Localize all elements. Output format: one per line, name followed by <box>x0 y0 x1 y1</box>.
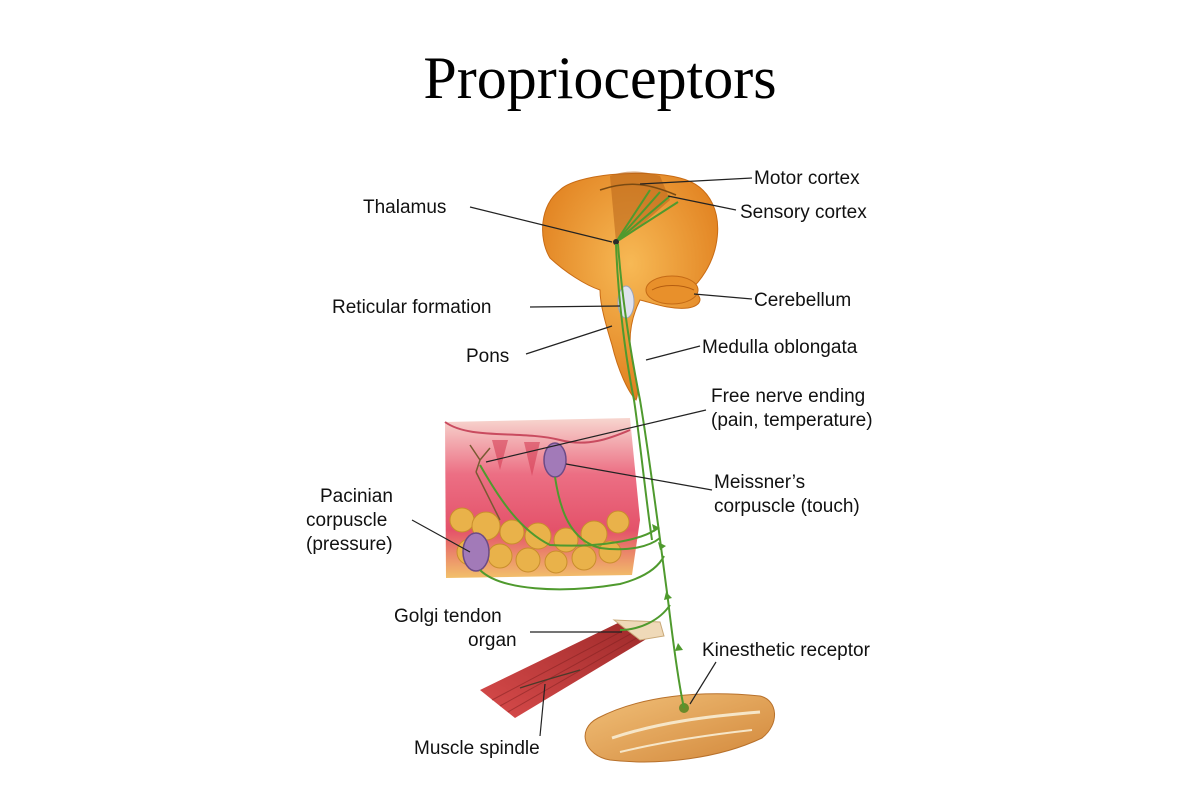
label-free-nerve-ending-detail: (pain, temperature) <box>711 410 873 431</box>
label-motor-cortex: Motor cortex <box>754 168 860 189</box>
label-kinesthetic-receptor: Kinesthetic receptor <box>702 640 871 661</box>
label-free-nerve-ending: Free nerve ending <box>711 386 865 407</box>
pacinian-corpuscle-shape <box>463 533 489 571</box>
label-golgi-organ: organ <box>468 630 517 651</box>
label-thalamus: Thalamus <box>363 197 446 218</box>
joint-illustration <box>585 694 774 762</box>
label-sensory-cortex: Sensory cortex <box>740 202 867 223</box>
label-muscle-spindle: Muscle spindle <box>414 738 540 759</box>
label-golgi-tendon: Golgi tendon <box>394 606 502 627</box>
label-pons: Pons <box>466 346 509 367</box>
label-reticular-formation: Reticular formation <box>332 297 491 318</box>
label-medulla-oblongata: Medulla oblongata <box>702 337 858 358</box>
label-pacinian-corpuscle: corpuscle <box>306 510 387 531</box>
label-cerebellum: Cerebellum <box>754 290 851 311</box>
label-meissner-detail: corpuscle (touch) <box>714 496 860 517</box>
label-pacinian-detail: (pressure) <box>306 534 393 555</box>
label-meissner: Meissner’s <box>714 472 805 493</box>
brain-illustration <box>543 172 718 401</box>
label-pacinian: Pacinian <box>320 486 393 507</box>
skin-section-illustration <box>445 418 640 578</box>
